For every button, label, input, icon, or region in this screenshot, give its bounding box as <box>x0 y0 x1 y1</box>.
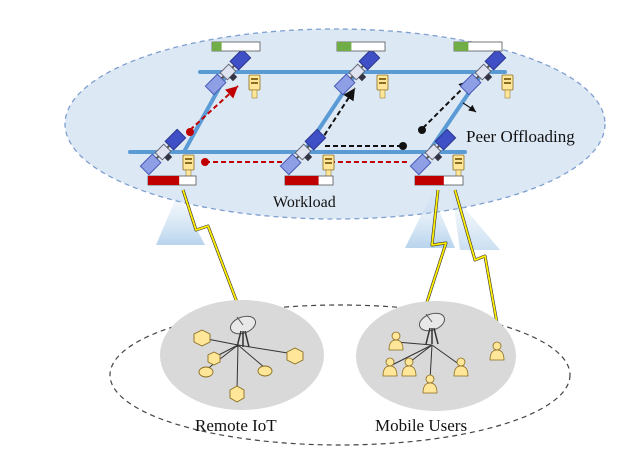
iot-device-icon <box>229 385 245 403</box>
load-bar-fill <box>415 176 444 185</box>
load-bar-fill <box>337 42 352 51</box>
remote-iot-label: Remote IoT <box>195 416 277 435</box>
load-bar-fill <box>212 42 222 51</box>
mobile-users-label: Mobile Users <box>375 416 467 435</box>
load-bar-fill <box>148 176 180 185</box>
ground-region <box>109 304 571 446</box>
mobile-users-cluster <box>356 301 516 411</box>
beam-right <box>452 193 500 250</box>
satellites <box>139 41 514 186</box>
wireless-links <box>181 189 502 341</box>
beam-left <box>156 193 205 245</box>
beam-mid <box>405 193 455 248</box>
iot-device-icon <box>257 365 273 377</box>
workload-label: Workload <box>273 194 336 211</box>
peer-offloading-pointer <box>462 102 477 113</box>
iot-device-icon <box>286 347 304 365</box>
peer-offloading-label: Peer Offloading <box>466 127 575 146</box>
load-bar-fill <box>454 42 469 51</box>
iot-device-icon <box>207 351 221 366</box>
load-bar-fill <box>285 176 319 185</box>
iot-device-icon <box>193 329 211 347</box>
offload-arrows <box>186 79 472 166</box>
orbit-layer <box>64 28 606 220</box>
remote-iot-cluster <box>160 300 324 410</box>
iot-device-icon <box>198 366 214 378</box>
